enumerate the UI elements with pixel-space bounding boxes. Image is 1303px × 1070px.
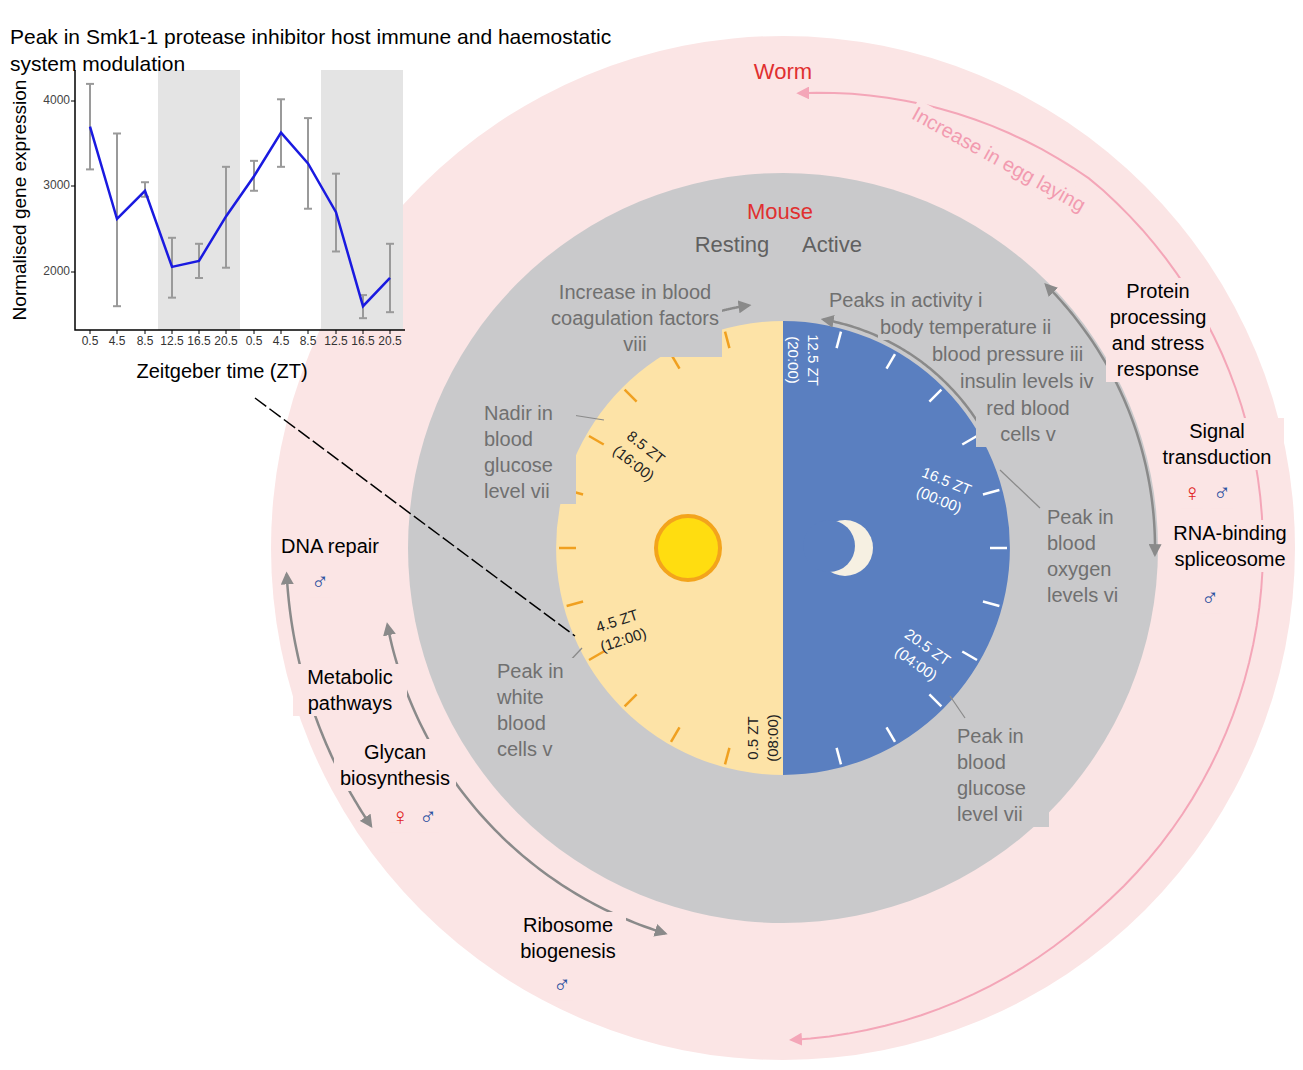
label-text: 0.5 — [82, 334, 99, 350]
label-text: 8.5 — [300, 334, 317, 350]
sun-icon — [656, 516, 720, 580]
label-text: Glycan biosynthesis — [334, 739, 456, 791]
node-text: Mouse — [747, 198, 813, 227]
label-text: 4.5 — [109, 334, 126, 350]
label-text: Peak in blood oxygen levels vi — [1045, 504, 1149, 608]
egg-laying-arrow — [792, 93, 1263, 1040]
label-text: 8.5 — [137, 334, 154, 350]
label-text: DNA repair — [279, 533, 381, 559]
line-chart — [71, 70, 405, 334]
label-text: ♂ — [1211, 477, 1233, 508]
node-text: Worm — [754, 58, 812, 87]
label-text: 4000 — [43, 93, 70, 109]
label-text: ♀ — [389, 801, 411, 832]
label-text: 12.5 — [324, 334, 347, 350]
worm-metabolic-arrow — [387, 625, 665, 933]
label-text: Ribosome biogenesis — [510, 912, 626, 964]
label-text: Increase in blood coagulation factors vi… — [548, 279, 722, 357]
label-text: 0.5 — [246, 334, 263, 350]
label-text: insulin levels iv — [958, 368, 1095, 394]
node-text: Peak in Smk1-1 protease inhibitor host i… — [10, 23, 650, 78]
label-text: 20.5 — [214, 334, 237, 350]
label-text: 20.5 — [378, 334, 401, 350]
label-text: Protein processing and stress response — [1106, 278, 1210, 382]
label-text: ♂ — [417, 801, 439, 832]
coagulation-arrow — [691, 305, 749, 320]
label-text: Metabolic pathways — [293, 664, 407, 716]
label-text: Peak in white blood cells v — [495, 658, 584, 762]
label-text: RNA-binding spliceosome — [1167, 520, 1293, 572]
worm-protein-arrow — [1046, 285, 1155, 555]
label-text: 16.5 — [187, 334, 210, 350]
worm-dna-arrow — [287, 574, 371, 826]
label-text: ♂ — [551, 969, 573, 1000]
label-text: ♂ — [309, 566, 331, 597]
label-text: Peak in blood glucose level vii — [955, 723, 1049, 827]
label-text: Peaks in activity i — [827, 287, 984, 313]
label-text: 12.5 — [160, 334, 183, 350]
activity-arrow — [823, 320, 988, 440]
label-text: Nadir in blood glucose level vii — [482, 400, 576, 504]
callout-line — [255, 398, 575, 636]
node-text: Active — [802, 231, 862, 260]
clock-ticks — [559, 332, 1007, 765]
label-text: 2000 — [43, 264, 70, 280]
node-text: 12.5 ZT (20:00) — [784, 327, 823, 393]
label-text: red blood cells v — [976, 395, 1080, 447]
node-text: Resting — [695, 231, 770, 260]
leader-lines — [566, 414, 1040, 718]
label-text: body temperature ii — [878, 314, 1053, 340]
label-text: ♀ — [1181, 477, 1203, 508]
label-text: blood pressure iii — [930, 341, 1085, 367]
label-text: 16.5 — [351, 334, 374, 350]
label-text: ♂ — [1199, 582, 1221, 613]
node-text: Normalised gene expression — [8, 80, 33, 321]
label-text: 3000 — [43, 178, 70, 194]
moon-icon — [803, 520, 873, 576]
label-text: Signal transduction — [1150, 418, 1284, 470]
node-text: 0.5 ZT (08:00) — [743, 707, 782, 769]
label-text: 4.5 — [273, 334, 290, 350]
node-text: Zeitgeber time (ZT) — [136, 358, 307, 384]
